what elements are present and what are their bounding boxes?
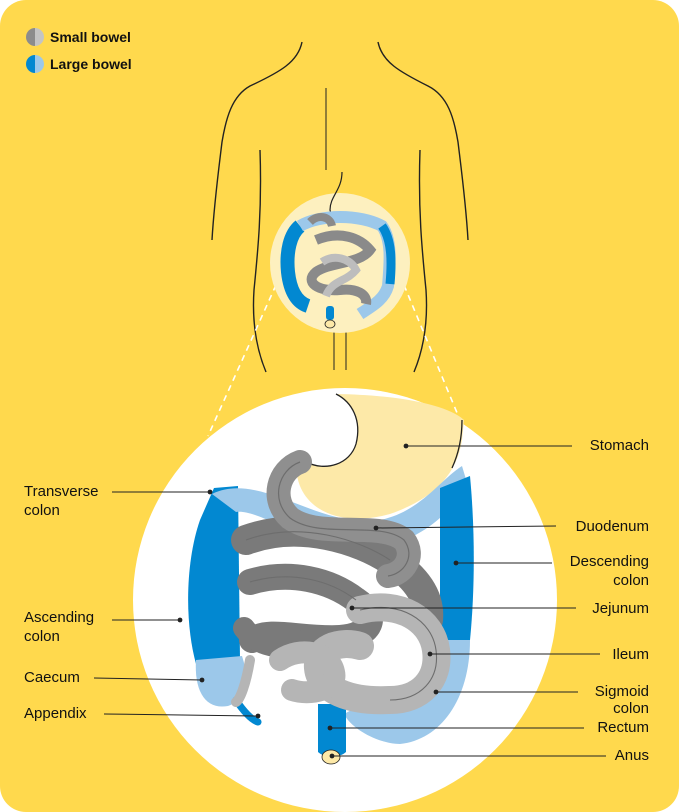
stomach-shape <box>296 394 464 519</box>
small-bowel-swatch-icon <box>26 28 44 46</box>
legend-large-bowel: Large bowel <box>26 55 132 73</box>
label-descending-colon: Descending colon <box>569 553 649 589</box>
label-appendix: Appendix <box>24 705 87 722</box>
leader-dots <box>177 443 459 759</box>
rectum-shape <box>318 704 346 757</box>
label-stomach: Stomach <box>589 437 649 454</box>
label-caecum: Caecum <box>24 669 80 686</box>
zoom-lines <box>207 284 461 437</box>
legend-small-bowel: Small bowel <box>26 28 131 46</box>
caecum-shape <box>195 656 246 707</box>
legend-large-bowel-label: Large bowel <box>50 56 132 72</box>
label-ascending-colon: Ascending colon <box>24 609 95 645</box>
descending-colon-shape <box>440 476 474 640</box>
ascending-colon-shape <box>188 486 240 664</box>
label-anus: Anus <box>614 747 649 764</box>
label-transverse-colon: Transverse colon <box>24 483 99 519</box>
legend-small-bowel-label: Small bowel <box>50 29 131 45</box>
label-ileum: Ileum <box>612 646 649 663</box>
body-outline <box>211 41 469 373</box>
sigmoid-colon-shape <box>340 690 436 723</box>
large-bowel-swatch-icon <box>26 55 44 73</box>
label-rectum: Rectum <box>597 719 649 736</box>
label-sigmoid-colon: Sigmoid colon <box>594 683 649 717</box>
label-jejunum: Jejunum <box>592 600 649 617</box>
label-duodenum: Duodenum <box>575 518 649 535</box>
small-inset <box>270 171 410 333</box>
leader-lines <box>93 445 606 757</box>
